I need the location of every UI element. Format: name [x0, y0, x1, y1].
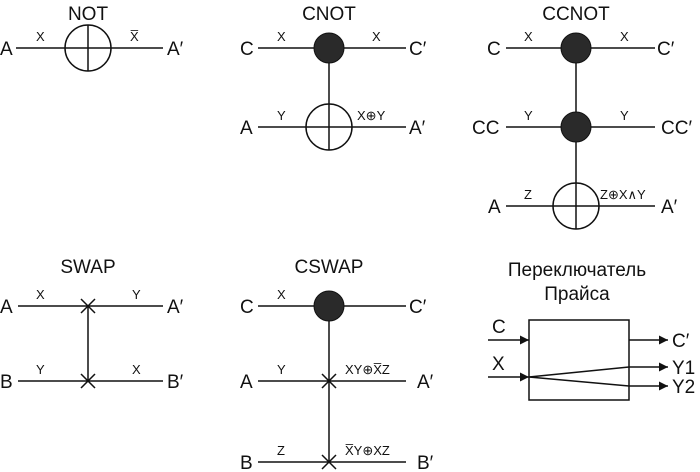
- swap-line1-output-terminal: A′: [167, 297, 184, 318]
- price-output-y2: Y2: [672, 377, 695, 398]
- cswap-line1-input-signal: Y: [277, 362, 286, 377]
- cnot-control-dot: [313, 32, 345, 64]
- ccnot-title: CCNOT: [542, 4, 610, 25]
- ccnot-control1-dot: [560, 32, 592, 64]
- price-title-line1: Переключатель: [508, 260, 646, 281]
- swap-line2-output-terminal: B′: [167, 372, 184, 393]
- cswap-line1-output-terminal: A′: [417, 372, 434, 393]
- cnot-target-input-terminal: A: [240, 118, 253, 139]
- price-internal-path-y1: [528, 366, 630, 378]
- not-output-signal: X̅: [130, 29, 139, 44]
- cswap-control-output-terminal: C′: [409, 297, 427, 318]
- cswap-line1-output-signal: XY⊕X̅Z: [345, 362, 390, 377]
- ccnot-target-input-signal: Z: [524, 187, 532, 202]
- cnot-title: CNOT: [302, 4, 356, 25]
- not-title: NOT: [68, 4, 109, 25]
- swap-line2-input-signal: Y: [36, 362, 45, 377]
- ccnot-target-output-signal: Z⊕X∧Y: [600, 187, 646, 202]
- ccnot-control1-output-signal: X: [620, 29, 629, 44]
- cnot-control-output-terminal: C′: [409, 39, 427, 60]
- price-block: [528, 319, 630, 401]
- ccnot-control1-output-terminal: C′: [657, 39, 675, 60]
- cswap-line2-output-signal: X̅Y⊕XZ: [345, 443, 390, 458]
- cswap-line2-cross: [321, 454, 337, 470]
- swap-line1-output-signal: Y: [132, 287, 141, 302]
- swap-line2-output-signal: X: [132, 362, 141, 377]
- cswap-line2-input-terminal: B: [240, 453, 253, 472]
- price-title-line2: Прайса: [544, 284, 610, 305]
- price-input-c: C: [492, 317, 506, 338]
- cswap-line2-output-terminal: B′: [417, 453, 434, 472]
- ccnot-control2-output-terminal: CC′: [661, 118, 692, 139]
- not-gate: NOT A X X̅ A′: [0, 4, 184, 72]
- cswap-line2-input-signal: Z: [277, 443, 285, 458]
- cswap-control-input-signal: X: [277, 287, 286, 302]
- ccnot-control2-input-terminal: CC: [472, 118, 499, 139]
- swap-line1-input-terminal: A: [0, 297, 13, 318]
- cnot-control-output-signal: X: [372, 29, 381, 44]
- ccnot-control2-input-signal: Y: [524, 108, 533, 123]
- price-output-c: C′: [672, 331, 690, 352]
- ccnot-target-input-terminal: A: [488, 197, 501, 218]
- ccnot-control1-input-signal: X: [524, 29, 533, 44]
- swap-line1-input-signal: X: [36, 287, 45, 302]
- swap-line2-cross: [80, 373, 96, 389]
- price-switch: Переключатель Прайса C X C′ Y1 Y2: [488, 260, 695, 401]
- cswap-gate: CSWAP C X C′ A Y XY⊕X̅Z A′ B Z X̅Y⊕XZ B′: [240, 257, 434, 472]
- swap-line2-input-terminal: B: [0, 372, 13, 393]
- price-internal-path-y2: [528, 376, 630, 387]
- price-input-x: X: [492, 354, 505, 375]
- cnot-target-output-signal: X⊕Y: [357, 108, 386, 123]
- cswap-line1-cross: [321, 373, 337, 389]
- cnot-control-input-signal: X: [277, 29, 286, 44]
- ccnot-control1-input-terminal: C: [487, 39, 501, 60]
- swap-gate: SWAP A X Y A′ B Y X B′: [0, 257, 184, 393]
- ccnot-target-output-terminal: A′: [661, 197, 678, 218]
- cnot-target-output-terminal: A′: [409, 118, 426, 139]
- ccnot-control2-output-signal: Y: [620, 108, 629, 123]
- cnot-target-input-signal: Y: [277, 108, 286, 123]
- cnot-gate: CNOT C X X C′ A Y X⊕Y A′: [240, 4, 427, 151]
- cswap-control-input-terminal: C: [240, 297, 254, 318]
- swap-title: SWAP: [60, 257, 115, 278]
- not-input-signal: X: [36, 29, 45, 44]
- not-input-terminal: A: [0, 39, 13, 60]
- ccnot-control2-dot: [560, 111, 592, 143]
- cswap-control-dot: [313, 290, 345, 322]
- price-output-y1: Y1: [672, 358, 695, 379]
- cswap-title: CSWAP: [295, 257, 364, 278]
- cnot-control-input-terminal: C: [240, 39, 254, 60]
- not-output-terminal: A′: [167, 39, 184, 60]
- swap-line1-cross: [80, 298, 96, 314]
- cswap-line1-input-terminal: A: [240, 372, 253, 393]
- ccnot-gate: CCNOT C X X C′ CC Y Y CC′ A Z Z⊕X∧Y A′: [472, 4, 692, 230]
